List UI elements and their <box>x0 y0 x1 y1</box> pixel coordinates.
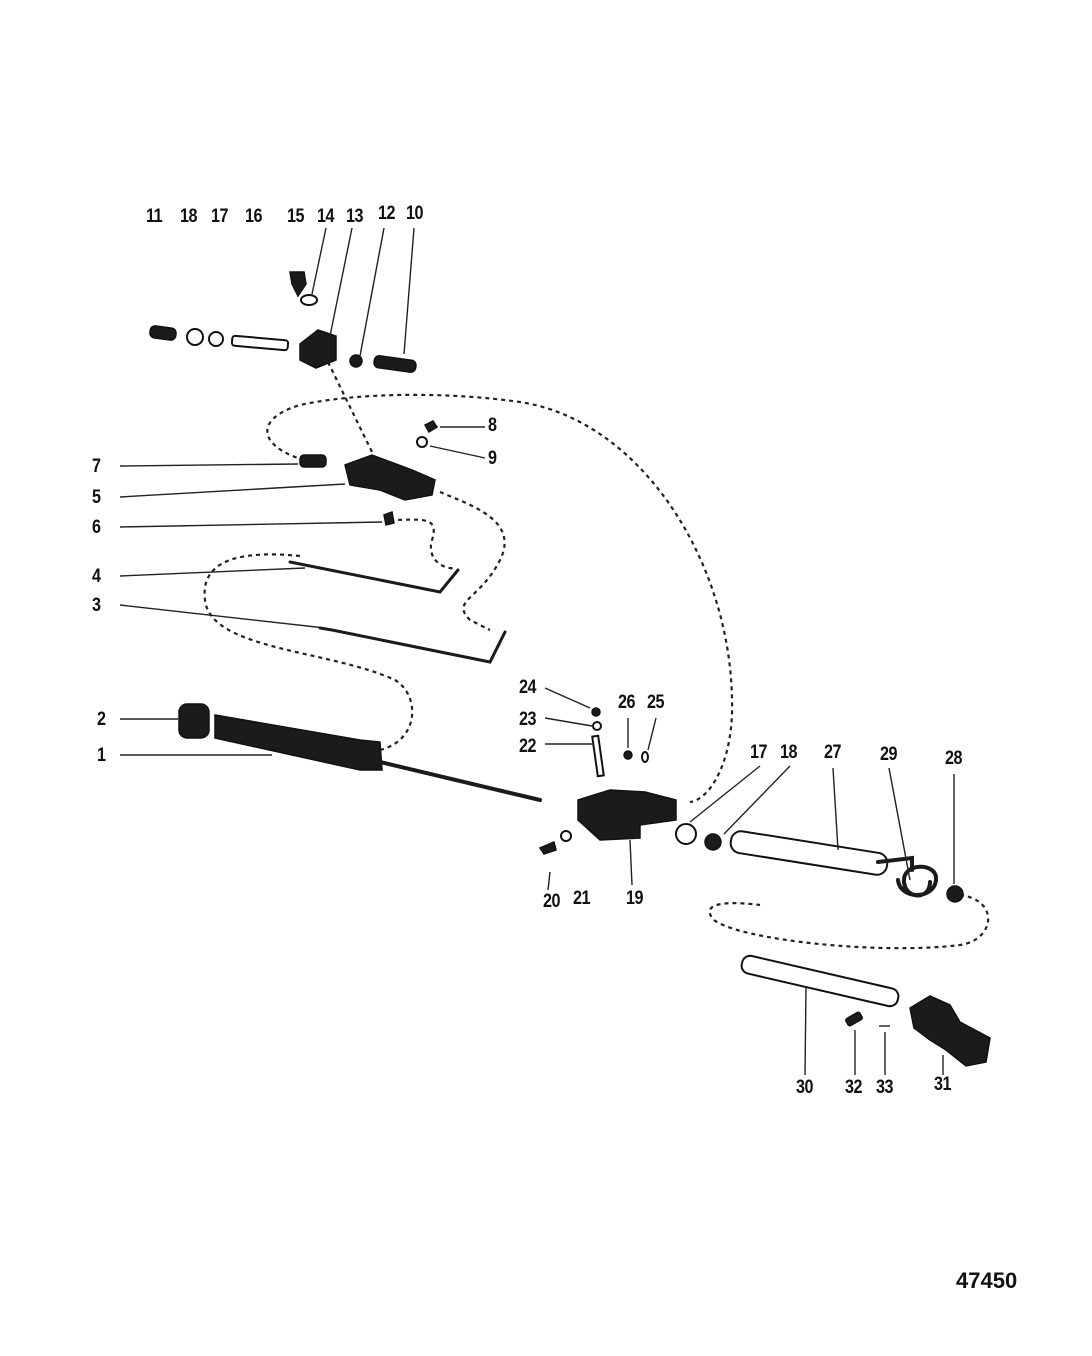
callout-7: 7 <box>92 456 101 477</box>
callout-8: 8 <box>488 415 497 436</box>
leader-4 <box>119 567 306 577</box>
part-6-pin <box>383 510 395 526</box>
leader-29 <box>888 767 911 881</box>
callout-24: 24 <box>519 677 537 698</box>
leader-27 <box>832 767 839 851</box>
part-16-spring <box>230 334 290 352</box>
part-32-pin <box>845 1011 863 1027</box>
part-4-rod <box>288 560 460 594</box>
part-2-cap <box>178 703 210 739</box>
leader-30 <box>804 987 807 1076</box>
callout-25: 25 <box>647 692 665 713</box>
part-30-shaft <box>740 954 900 1008</box>
leader-13 <box>329 227 353 337</box>
callout-6: 6 <box>92 517 101 538</box>
callout-14: 14 <box>317 206 335 227</box>
leader-17 <box>689 765 761 823</box>
leader-20 <box>547 871 551 891</box>
callout-4: 4 <box>92 566 101 587</box>
leader-24 <box>544 687 591 709</box>
callout-26: 26 <box>618 692 636 713</box>
part-5-housing <box>344 454 436 501</box>
part-1-shaft <box>378 760 542 802</box>
part-19-bracket <box>577 789 677 841</box>
assembly-line-5-4 <box>439 490 506 631</box>
part-23 <box>592 721 602 731</box>
callout-17-right: 17 <box>750 742 768 763</box>
leader-14 <box>311 227 327 295</box>
leader-9 <box>429 445 486 459</box>
part-7-plug <box>299 454 327 468</box>
callout-33: 33 <box>876 1077 894 1098</box>
leader-3 <box>119 604 326 629</box>
callout-31: 31 <box>934 1074 952 1095</box>
callout-1: 1 <box>97 745 106 766</box>
leader-10 <box>403 227 415 355</box>
callout-3: 3 <box>92 595 101 616</box>
leader-19 <box>629 839 633 886</box>
assembly-line-6 <box>389 518 456 570</box>
callout-17: 17 <box>211 206 229 227</box>
leader-7 <box>119 463 299 467</box>
callout-21: 21 <box>573 888 591 909</box>
part-24 <box>591 707 601 717</box>
callout-11: 11 <box>146 206 163 227</box>
part-9-washer <box>416 436 428 448</box>
callout-16: 16 <box>245 206 263 227</box>
callout-18: 18 <box>180 206 198 227</box>
part-17-ring <box>675 823 697 845</box>
callout-2: 2 <box>97 709 106 730</box>
part-18-nut <box>704 833 722 851</box>
part-28-nut <box>946 885 964 903</box>
part-26 <box>623 750 633 760</box>
part-1-handle <box>214 714 383 771</box>
part-18-washer <box>186 328 204 346</box>
part-31-lever <box>909 995 991 1067</box>
assembly-line-13-5 <box>327 361 373 453</box>
part-14-washer <box>300 294 318 306</box>
part-15-screw <box>289 271 307 298</box>
part-17-washer <box>208 331 224 347</box>
callout-9: 9 <box>488 448 497 469</box>
callout-20: 20 <box>543 891 561 912</box>
leader-23 <box>544 717 593 727</box>
part-29-spring <box>876 855 938 898</box>
part-8-screw <box>423 420 439 434</box>
figure-number: 47450 <box>956 1268 1018 1293</box>
callout-27: 27 <box>824 742 842 763</box>
callout-5: 5 <box>92 487 101 508</box>
callout-13: 13 <box>346 206 364 227</box>
part-21-washer <box>560 830 572 842</box>
callout-28: 28 <box>945 748 963 769</box>
leader-25 <box>647 717 657 751</box>
callout-30: 30 <box>796 1077 814 1098</box>
leader-6 <box>119 521 383 528</box>
callout-22: 22 <box>519 736 537 757</box>
part-20-screw <box>538 840 557 855</box>
callout-23: 23 <box>519 709 537 730</box>
callout-32: 32 <box>845 1077 863 1098</box>
part-10 <box>373 355 417 373</box>
leader-12 <box>359 227 385 357</box>
part-27-shaft <box>729 830 889 876</box>
part-22-pin <box>591 734 605 778</box>
callout-12: 12 <box>378 203 396 224</box>
assembly-line-7-loop <box>266 393 734 804</box>
callout-15: 15 <box>287 206 305 227</box>
part-11 <box>149 325 177 341</box>
callout-29: 29 <box>880 744 898 765</box>
assembly-line-28-30 <box>708 893 990 950</box>
part-3-rod <box>318 626 507 664</box>
part-13-block <box>299 329 337 369</box>
callout-19: 19 <box>626 888 644 909</box>
leader-18 <box>723 765 791 835</box>
callout-18-right: 18 <box>780 742 798 763</box>
assembly-line-4-3 <box>203 553 414 752</box>
callout-10: 10 <box>406 203 424 224</box>
part-25 <box>641 751 649 763</box>
leader-5 <box>119 483 346 498</box>
part-12-nut <box>349 354 363 368</box>
